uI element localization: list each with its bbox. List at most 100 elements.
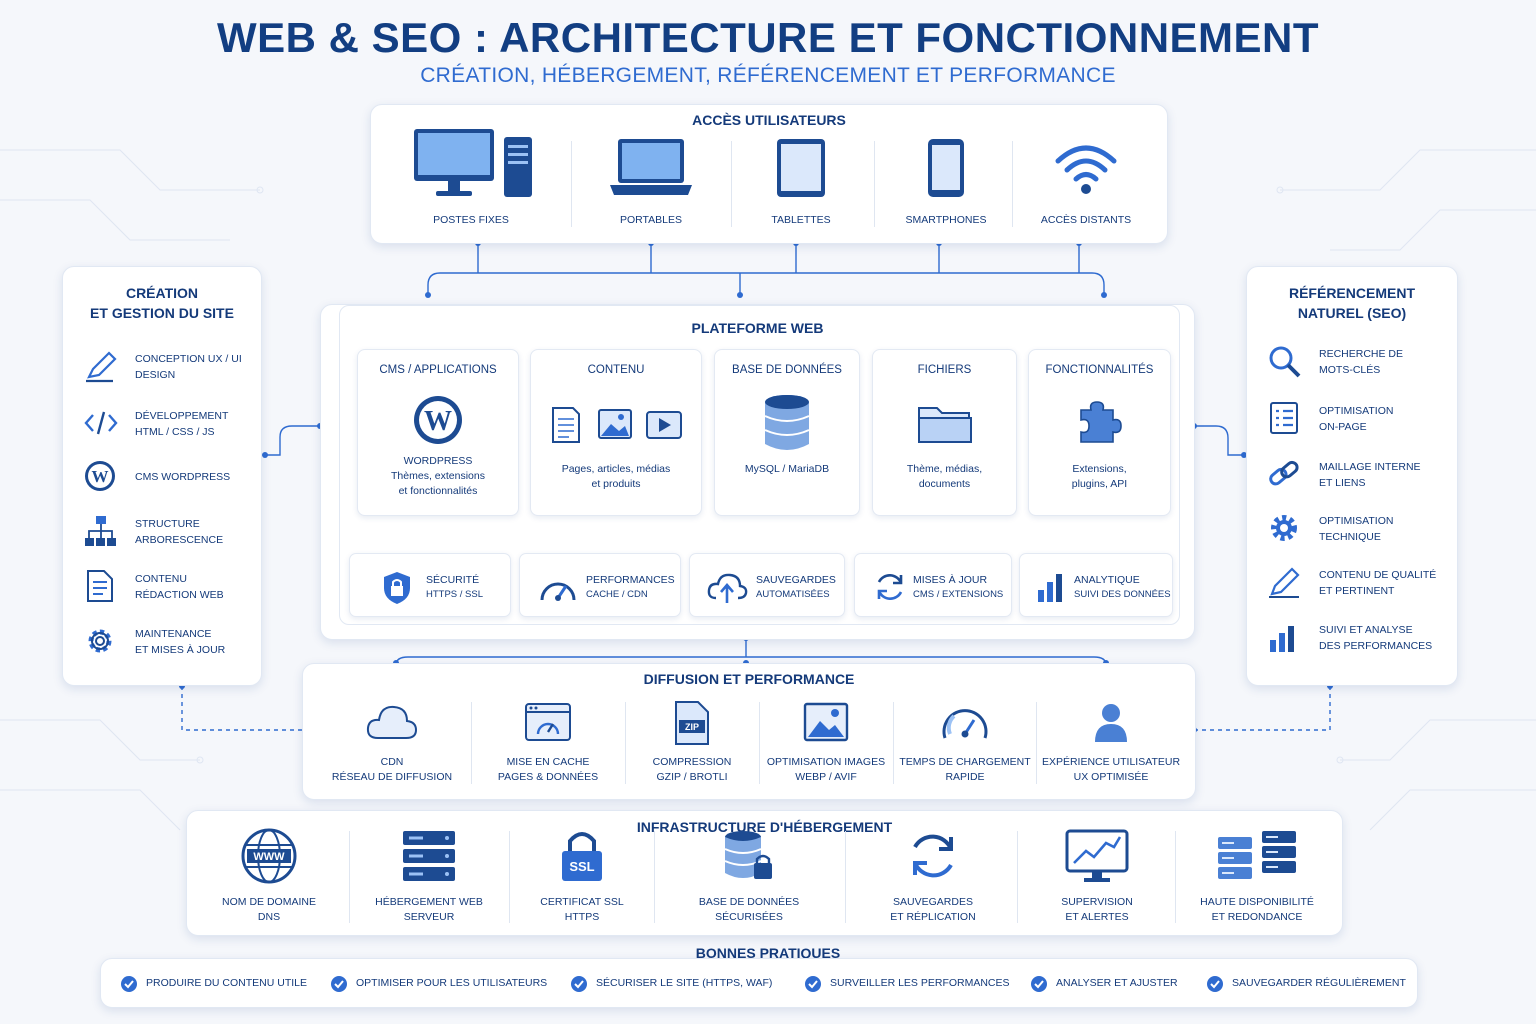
check-circle-icon bbox=[805, 976, 821, 992]
server-icon bbox=[403, 831, 455, 881]
hosting-title: INFRASTRUCTURE D'HÉBERGEMENT bbox=[636, 819, 893, 835]
speedometer-icon bbox=[540, 582, 576, 601]
checklist-icon bbox=[1270, 402, 1298, 434]
platform-module-title: CONTENU bbox=[587, 364, 645, 376]
check-circle-icon bbox=[571, 976, 587, 992]
document-icon bbox=[87, 570, 113, 602]
wordpress-icon: W bbox=[414, 396, 462, 444]
pencil-icon bbox=[1269, 567, 1300, 598]
zip-icon: ZIP bbox=[675, 701, 709, 745]
sitemap-icon bbox=[85, 516, 116, 546]
creation-item: W CMS WORDPRESS bbox=[83, 457, 263, 497]
cloud-upload-icon bbox=[707, 573, 748, 603]
puzzle-icon bbox=[1080, 401, 1122, 443]
shield-lock-icon bbox=[384, 572, 410, 604]
web-platform-inner-frame bbox=[339, 305, 1180, 625]
best-practices-bar bbox=[100, 958, 1418, 1008]
page-subtitle: CRÉATION, HÉBERGEMENT, RÉFÉRENCEMENT ET … bbox=[420, 64, 1116, 87]
check-circle-icon bbox=[1031, 976, 1047, 992]
sync-icon bbox=[913, 834, 953, 878]
bar-chart-icon bbox=[1038, 574, 1062, 602]
gear-icon bbox=[88, 629, 112, 653]
pen-icon bbox=[86, 351, 117, 383]
user-device-label: POSTES FIXES bbox=[433, 214, 509, 226]
user-device-label: TABLETTES bbox=[771, 214, 831, 226]
check-circle-icon bbox=[1207, 976, 1223, 992]
platform-module-title: FICHIERS bbox=[917, 364, 972, 376]
best-practices-title: BONNES PRATIQUES bbox=[695, 945, 841, 961]
check-circle-icon bbox=[121, 976, 137, 992]
platform-module-title: FONCTIONNALITÉS bbox=[1045, 364, 1154, 376]
svg-text:W: W bbox=[92, 467, 109, 486]
svg-text:ZIP: ZIP bbox=[685, 722, 699, 732]
page-title: WEB & SEO : ARCHITECTURE ET FONCTIONNEME… bbox=[216, 14, 1320, 61]
wifi-icon bbox=[1055, 145, 1117, 194]
link-icon bbox=[1269, 460, 1299, 486]
user-device-smartphone: SMARTPHONES bbox=[881, 125, 1011, 228]
image-icon bbox=[803, 702, 849, 742]
globe-www-icon: WWW bbox=[241, 828, 297, 884]
svg-text:SSL: SSL bbox=[569, 859, 594, 874]
cloud-icon bbox=[366, 705, 418, 739]
user-device-label: SMARTPHONES bbox=[905, 214, 987, 226]
svg-text:WWW: WWW bbox=[253, 851, 285, 863]
folder-icon bbox=[918, 407, 972, 443]
hosting-panel: INFRASTRUCTURE D'HÉBERGEMENT WWW NOM DE … bbox=[186, 810, 1343, 936]
user-device-label: PORTABLES bbox=[619, 214, 683, 226]
smartphone-icon bbox=[928, 139, 964, 197]
refresh-icon bbox=[877, 573, 903, 601]
user-device-laptop: PORTABLES bbox=[581, 125, 721, 228]
platform-module-files: FICHIERS Thème, médias,documents bbox=[872, 349, 1017, 516]
web-platform-title: PLATEFORME WEB bbox=[691, 320, 824, 336]
browser-gauge-icon bbox=[525, 703, 571, 741]
speedometer-icon bbox=[942, 709, 988, 739]
content-icons bbox=[552, 407, 682, 443]
check-circle-icon bbox=[331, 976, 347, 992]
user-device-desktop: POSTES FIXES bbox=[391, 125, 551, 228]
user-device-tablet: TABLETTES bbox=[741, 125, 861, 228]
bar-chart-icon bbox=[1270, 626, 1294, 652]
database-lock-icon bbox=[724, 831, 772, 879]
gear-icon bbox=[1271, 515, 1297, 541]
servers-icon bbox=[1218, 831, 1296, 879]
user-device-label: ACCÈS DISTANTS bbox=[1040, 214, 1132, 226]
platform-module-title: CMS / APPLICATIONS bbox=[379, 364, 497, 376]
ssl-lock-icon: SSL bbox=[562, 832, 602, 881]
web-platform-panel: PLATEFORME WEB CMS / APPLICATIONS W WORD… bbox=[320, 304, 1195, 640]
user-icon bbox=[1095, 704, 1127, 742]
database-icon bbox=[764, 395, 810, 450]
users-access-title: ACCÈS UTILISATEURS bbox=[692, 112, 846, 128]
search-icon bbox=[1269, 346, 1301, 378]
